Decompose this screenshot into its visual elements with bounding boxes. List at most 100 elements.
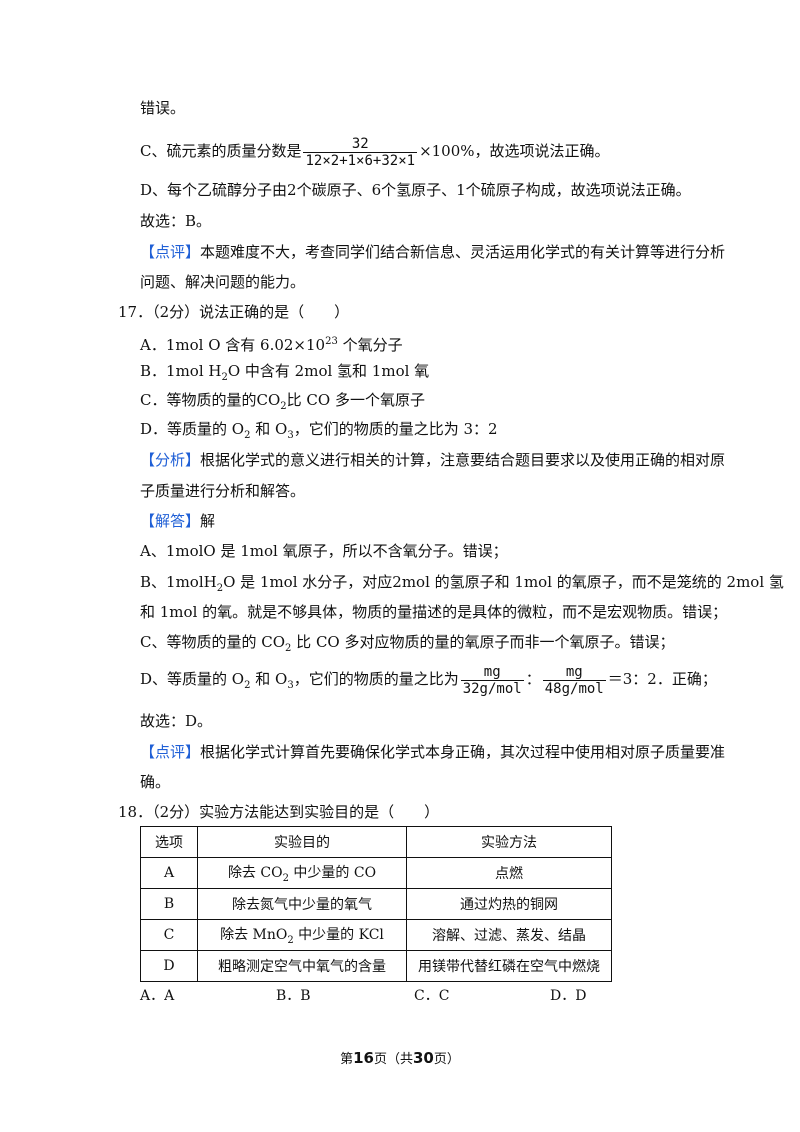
text: 中少量的 CO	[288, 865, 377, 882]
answer-line: 错误。	[140, 99, 186, 117]
text: B．1mol H	[140, 362, 222, 380]
analysis-line-2: 子质量进行分析和解答。	[140, 482, 306, 500]
text: ：	[525, 670, 541, 688]
text: 页）	[433, 1052, 460, 1067]
analysis-line: 【分析】根据化学式的意义进行相关的计算，注意要结合题目要求以及使用正确的相对原	[140, 450, 725, 470]
subscript: 2	[244, 680, 251, 691]
fraction-numerator: 32	[351, 135, 369, 152]
table-cell: 粗略测定空气中氧气的含量	[197, 950, 407, 982]
table-header: 实验方法	[406, 826, 612, 858]
experiment-table: 选项 实验目的 实验方法 A 除去 CO2 中少量的 CO 点燃 B 除去氮气中…	[140, 826, 612, 982]
text: 根据化学式计算首先要确保化学式本身正确，其次过程中使用相对原子质量要准	[200, 743, 726, 761]
subscript: 2	[221, 372, 228, 383]
text: C．等物质的量的CO	[140, 391, 281, 409]
option-c: C．等物质的量的CO2比 CO 多一个氧原子	[140, 390, 425, 417]
text: ×100%，故选项说法正确。	[419, 142, 610, 160]
table-cell: D	[140, 950, 198, 982]
option-d: D．等质量的 O2 和 O3，它们的物质的量之比为 3：2	[140, 419, 498, 446]
subscript: 2	[244, 430, 251, 441]
text: 和 O	[250, 420, 288, 438]
text: D．等质量的 O	[140, 420, 245, 438]
table-row: D 粗略测定空气中氧气的含量 用镁带代替红磷在空气中燃烧	[140, 950, 612, 982]
subscript: 3	[287, 680, 294, 691]
text: A．1mol O 含有 6.02×10	[140, 336, 326, 354]
question-17-stem: 17．（2分）说法正确的是（ ）	[118, 303, 350, 321]
text: 第	[340, 1052, 354, 1067]
solution-b-2: 和 1mol 的氧。就是不够具体，物质的量描述的是具体的微粒，而不是宏观物质。错…	[140, 603, 728, 621]
choice-line: 故选：D。	[140, 712, 213, 730]
solution-line: 【解答】解	[140, 511, 215, 531]
text: 比 CO 多对应物质的量的氧原子而非一个氧原子。错误；	[291, 633, 675, 651]
text: 除去氮气中少量的氧气	[232, 897, 372, 913]
table-header: 选项	[140, 826, 198, 858]
page-footer: 第16页（共30页）	[0, 1048, 800, 1067]
text: 除去 MnO	[220, 927, 288, 944]
option-a: A．1mol O 含有 6.02×1023 个氧分子	[140, 332, 403, 355]
text: C、硫元素的质量分数是	[140, 142, 302, 160]
comment-line: 【点评】本题难度不大，考查同学们结合新信息、灵活运用化学式的有关计算等进行分析	[140, 242, 725, 262]
solution-b: B、1molH2O 是 1mol 水分子，对应2mol 的氢原子和 1mol 的…	[140, 572, 784, 599]
comment-tag: 【点评】	[140, 743, 201, 761]
fraction-numerator: mg	[565, 663, 583, 680]
option-b: B．1mol H2O 中含有 2mol 氢和 1mol 氧	[140, 361, 429, 388]
text: ，它们的物质的量之比为 3：2	[293, 420, 498, 438]
text: ，它们的物质的量之比为	[293, 670, 459, 688]
text: B、1molH	[140, 573, 217, 591]
text: 解	[200, 512, 216, 530]
fraction-denominator: 48g/mol	[542, 679, 606, 697]
total-pages: 30	[413, 1049, 434, 1067]
choice-line: 故选：B。	[140, 212, 212, 230]
text: 除去 CO	[227, 865, 283, 882]
text: 根据化学式的意义进行相关的计算，注意要结合题目要求以及使用正确的相对原	[200, 451, 726, 469]
comment-tag: 【点评】	[140, 243, 201, 261]
text: C、等物质的量的 CO	[140, 633, 286, 651]
table-cell: 用镁带代替红磷在空气中燃烧	[406, 950, 612, 982]
text: ＝3：2．正确；	[607, 670, 717, 688]
text: D、等质量的 O	[140, 670, 245, 688]
table-row: C 除去 MnO2 中少量的 KCl 溶解、过滤、蒸发、结晶	[140, 919, 612, 951]
table-header-row: 选项 实验目的 实验方法	[140, 826, 612, 858]
comment-line-2: 问题、解决问题的能力。	[140, 273, 306, 291]
table-row: B 除去氮气中少量的氧气 通过灼热的铜网	[140, 888, 612, 920]
table-header: 实验目的	[197, 826, 407, 858]
analysis-tag: 【分析】	[140, 451, 201, 469]
option-c: C．C	[414, 988, 450, 1004]
solution-tag: 【解答】	[140, 512, 201, 530]
subscript: 3	[287, 430, 294, 441]
text: 和 O	[250, 670, 288, 688]
text: 中少量的 KCl	[293, 927, 384, 944]
subscript: 2	[282, 872, 289, 884]
table-cell: 点燃	[406, 857, 612, 889]
text: 个氧分子	[337, 336, 403, 354]
text: O 中含有 2mol 氢和 1mol 氧	[227, 362, 430, 380]
question-18-stem: 18．（2分）实验方法能达到实验目的是（ ）	[118, 803, 440, 821]
table-cell: 溶解、过滤、蒸发、结晶	[406, 919, 612, 951]
subscript: 2	[287, 934, 294, 946]
superscript: 23	[325, 336, 338, 347]
solution-a: A、1molO 是 1mol 氧原子，所以不含氧分子。错误；	[140, 542, 508, 560]
table-cell: C	[140, 919, 198, 951]
subscript: 2	[285, 643, 292, 654]
text: 本题难度不大，考查同学们结合新信息、灵活运用化学式的有关计算等进行分析	[200, 243, 726, 261]
option-d: D．D	[550, 988, 587, 1004]
option-a: A．A	[140, 988, 175, 1004]
table-cell: A	[140, 857, 198, 889]
table-row: A 除去 CO2 中少量的 CO 点燃	[140, 857, 612, 889]
comment-line-2: 确。	[140, 773, 171, 791]
text: 比 CO 多一个氧原子	[286, 391, 425, 409]
solution-c: C、等物质的量的 CO2 比 CO 多对应物质的量的氧原子而非一个氧原子。错误；	[140, 632, 675, 659]
subscript: 2	[280, 401, 287, 412]
table-cell: 除去 MnO2 中少量的 KCl	[197, 919, 407, 951]
table-cell: B	[140, 888, 198, 920]
table-cell: 除去 CO2 中少量的 CO	[197, 857, 407, 889]
page-number: 16	[353, 1049, 374, 1067]
text: O 是 1mol 水分子，对应2mol 的氢原子和 1mol 的氧原子，而不是笼…	[223, 573, 784, 591]
text: 页（共	[373, 1052, 413, 1067]
comment-line: 【点评】根据化学式计算首先要确保化学式本身正确，其次过程中使用相对原子质量要准	[140, 742, 725, 762]
option-b: B．B	[276, 988, 311, 1004]
